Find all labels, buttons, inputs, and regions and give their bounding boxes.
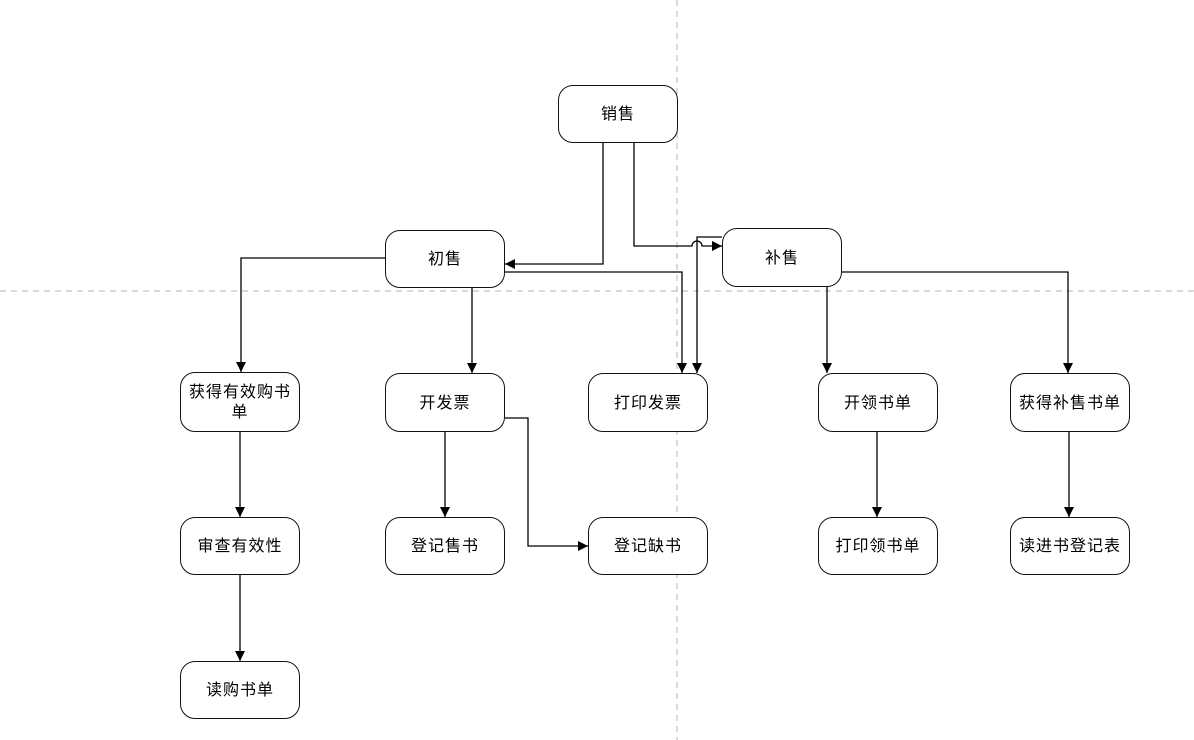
connector-initial-to-print-invoice <box>505 271 687 373</box>
connector-supp-to-print-invoice <box>692 236 722 373</box>
node-sales[interactable]: 销售 <box>558 85 678 143</box>
node-label: 初售 <box>427 249 462 268</box>
node-review-validity[interactable]: 审查有效性 <box>180 517 300 575</box>
connector-initial-to-get-valid-order <box>236 257 385 372</box>
node-label: 获得有效购书单 <box>188 382 291 421</box>
connector-sales-to-supplementary <box>633 143 722 251</box>
node-read-entry-register[interactable]: 读进书登记表 <box>1010 517 1130 575</box>
node-label: 登记售书 <box>410 536 479 555</box>
connector-sales-to-initial <box>505 143 604 269</box>
node-label: 开领书单 <box>843 392 912 412</box>
node-label: 打印发票 <box>613 392 682 412</box>
node-print-pickup-list[interactable]: 打印领书单 <box>818 517 938 575</box>
node-label: 审查有效性 <box>197 536 283 555</box>
node-register-sold[interactable]: 登记售书 <box>385 517 505 575</box>
node-label: 销售 <box>600 104 635 123</box>
node-read-order[interactable]: 读购书单 <box>180 661 300 719</box>
node-print-invoice[interactable]: 打印发票 <box>588 373 708 432</box>
node-label: 读进书登记表 <box>1018 536 1121 555</box>
connector-invoice-to-register-missing <box>505 417 588 551</box>
node-get-supp-list[interactable]: 获得补售书单 <box>1010 373 1130 432</box>
node-label: 获得补售书单 <box>1018 392 1121 412</box>
node-initial-sale[interactable]: 初售 <box>385 230 505 288</box>
node-label: 开发票 <box>419 392 471 412</box>
connector-supp-to-get-supp-list <box>840 271 1073 373</box>
node-get-valid-order[interactable]: 获得有效购书单 <box>180 372 300 432</box>
node-supplementary-sale[interactable]: 补售 <box>722 228 842 287</box>
node-label: 读购书单 <box>205 680 274 699</box>
node-issue-pickup-list[interactable]: 开领书单 <box>818 373 938 432</box>
node-issue-invoice[interactable]: 开发票 <box>385 373 505 432</box>
node-label: 补售 <box>764 247 799 267</box>
node-register-missing[interactable]: 登记缺书 <box>588 517 708 575</box>
node-label: 登记缺书 <box>613 536 682 555</box>
node-label: 打印领书单 <box>835 536 921 555</box>
